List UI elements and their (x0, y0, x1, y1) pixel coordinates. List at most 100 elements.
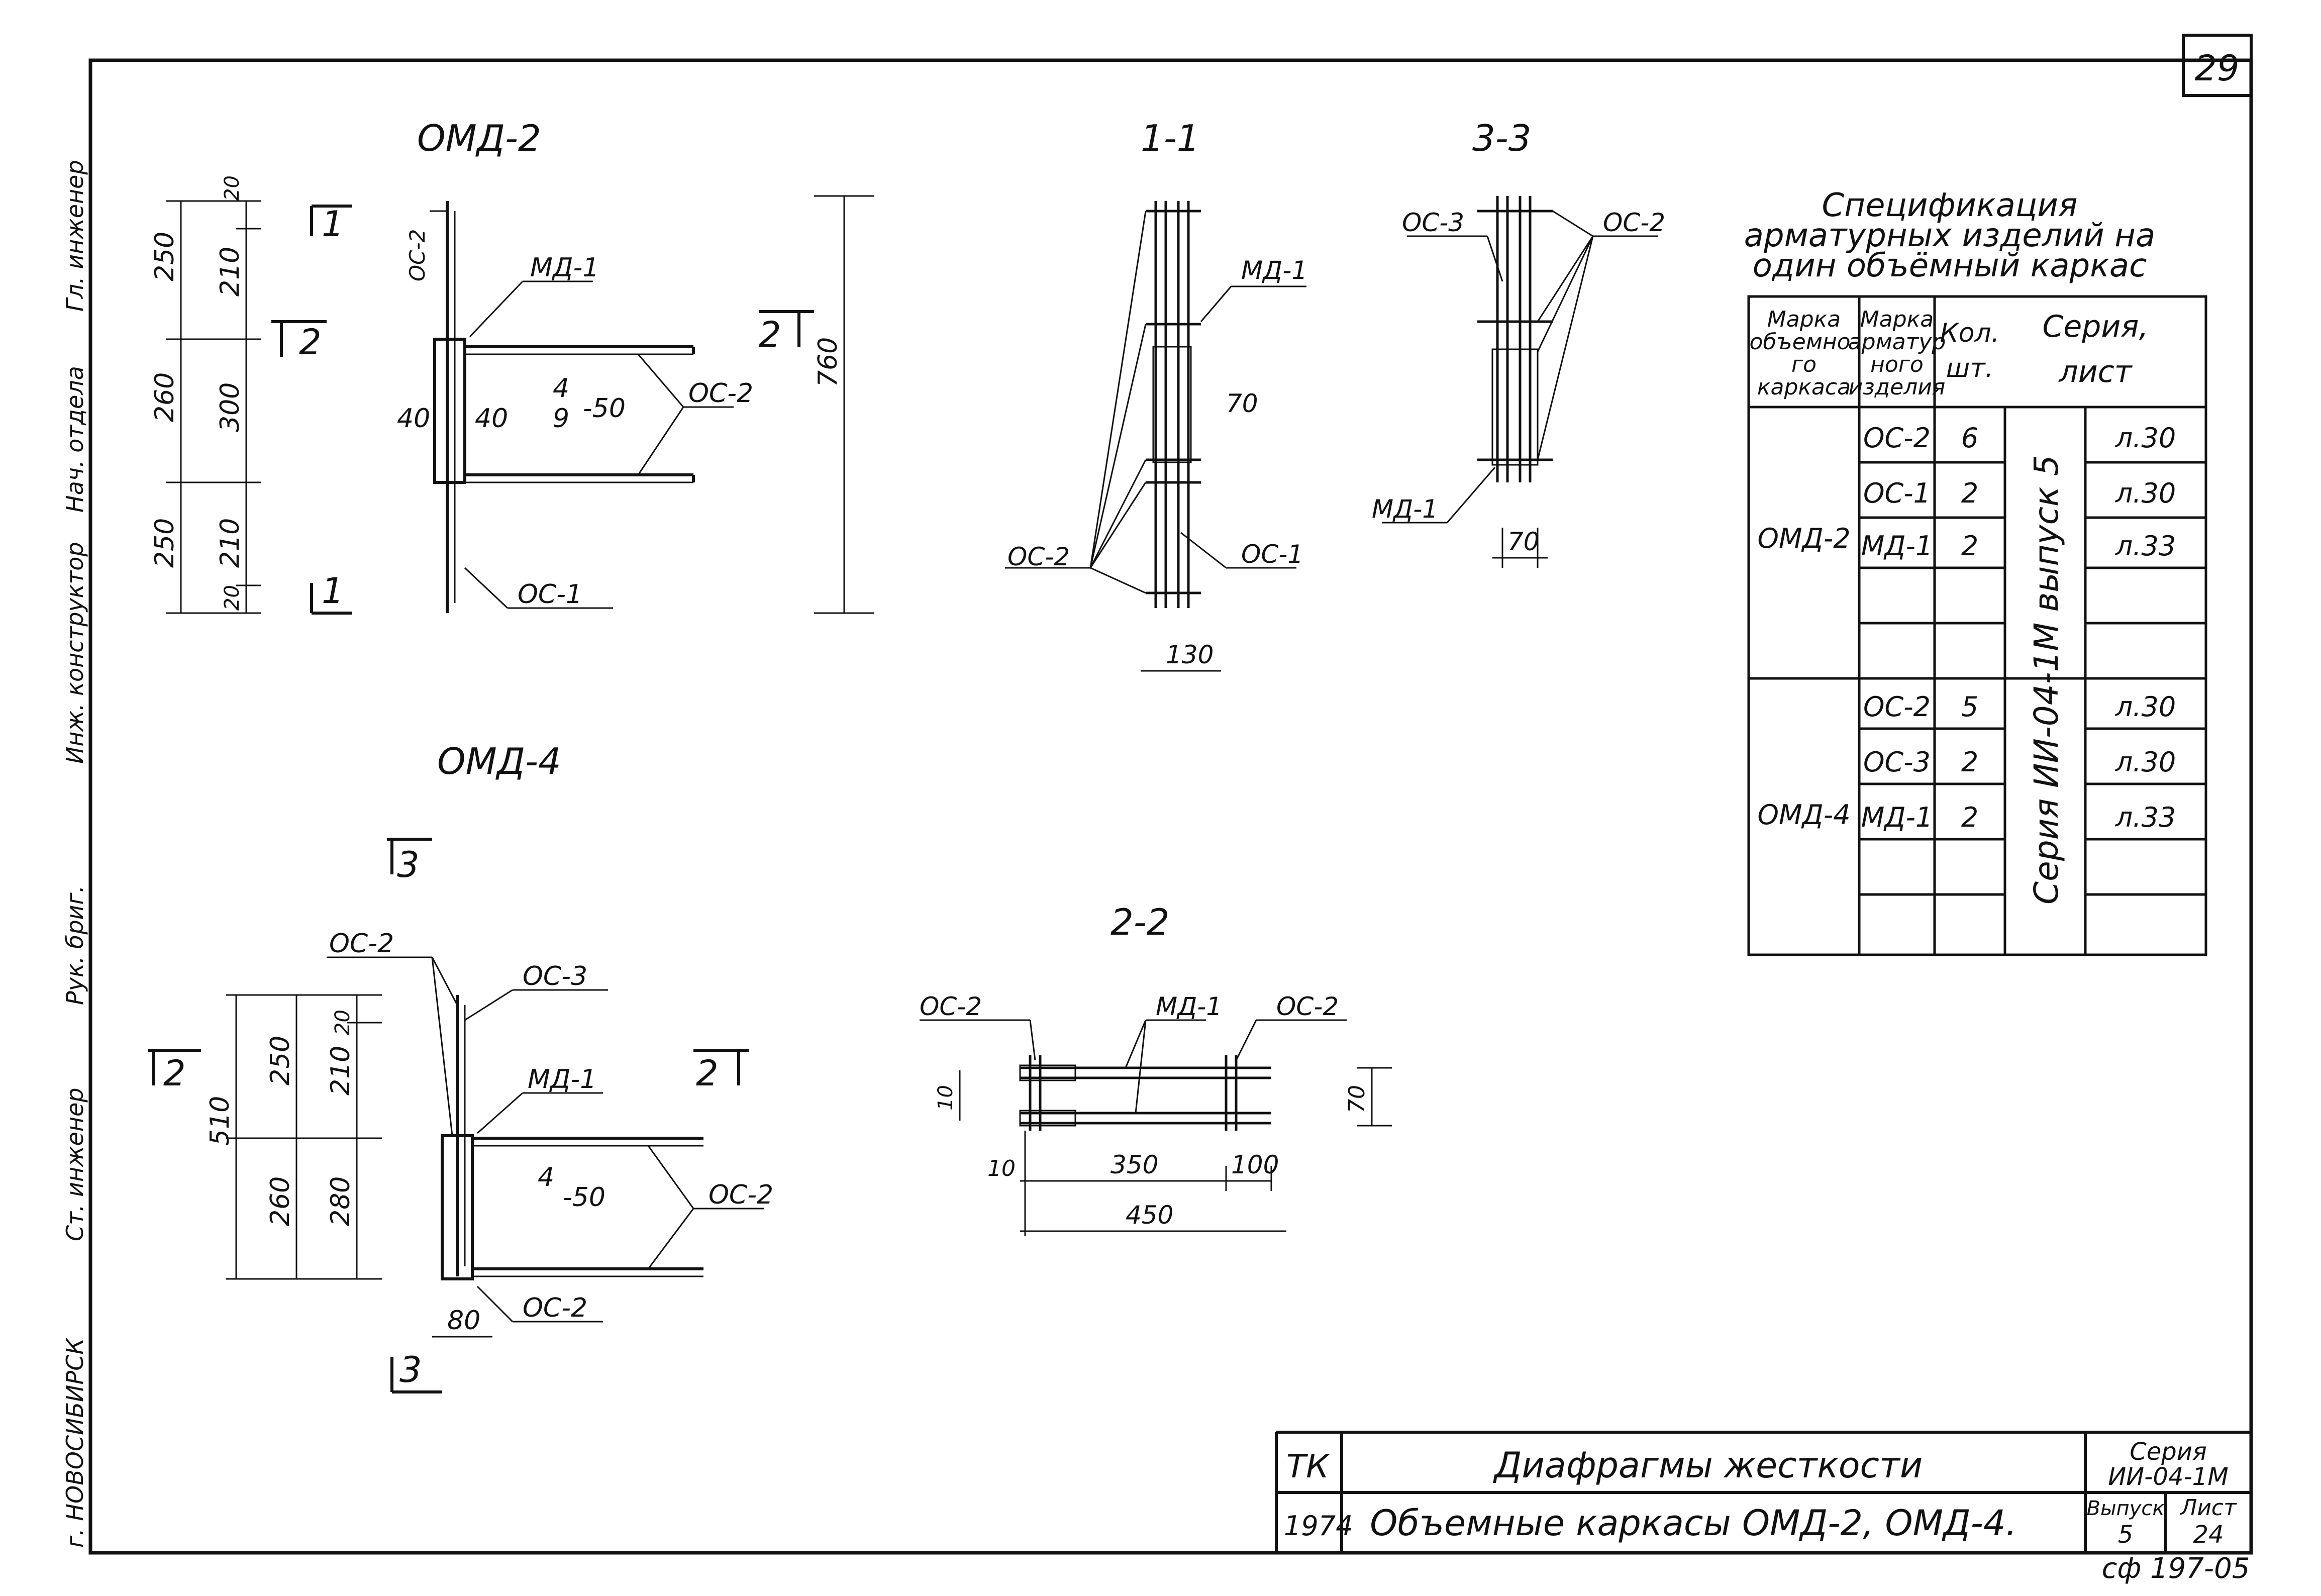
spec-r3-qty: 2 (1961, 530, 1978, 562)
omd2-mark-1-bottom: 1 (322, 570, 344, 612)
omd2-mark-2-left: 2 (299, 322, 322, 363)
spec-title-3: один объёмный каркас (1753, 247, 2147, 284)
spec-series-vertical: Серия ИИ-04-1М выпуск 5 (2027, 455, 2066, 905)
omd4-mesh-step: -50 (563, 1182, 606, 1213)
spec-h1-1: объемно- (1750, 329, 1859, 355)
omd2-dim-40b: 40 (475, 404, 508, 434)
spec-h2-1: арматур (1848, 329, 1946, 355)
copy-code: сф 197-05 (2102, 1552, 2250, 1585)
omd2-mark-2-right: 2 (759, 314, 781, 355)
omd4-title: ОМД-4 (437, 740, 561, 782)
spec-r4-mark: ОС-2 (1863, 691, 1931, 723)
omd4-dim-20: 20 (331, 1010, 354, 1035)
omd2-label-os2-right: ОС-2 (688, 378, 753, 409)
omd4-mark-2-right: 2 (696, 1053, 719, 1094)
omd4-label-md1: МД-1 (528, 1064, 596, 1094)
spec-title-2: арматурных изделий на (1744, 217, 2155, 254)
omd4-mark-3-top: 3 (397, 844, 420, 885)
sec33-label-md1: МД-1 (1372, 494, 1438, 524)
omd4-dim-210: 210 (326, 1046, 356, 1095)
spec-r2-qty: 2 (1961, 477, 1978, 509)
tb-series-label: Серия (2130, 1438, 2207, 1466)
omd4-dim-80: 80 (447, 1306, 480, 1336)
sec11-label-os1: ОС-1 (1241, 540, 1303, 569)
spec-r1-sheet: л.30 (2115, 422, 2176, 454)
spec-h2-2: ного (1870, 352, 1924, 377)
sec22-dim-450: 450 (1126, 1201, 1173, 1230)
sec33-title: 3-3 (1472, 117, 1532, 159)
tb-issue-label: Выпуск (2087, 1497, 2165, 1520)
spec-r5-sheet: л.30 (2115, 746, 2176, 778)
page-number: 29 (2194, 48, 2239, 89)
left-strip: г. НОВОСИБИРСК Ст. инженер Рук. бриг. Ин… (61, 160, 88, 1548)
omd2-title: ОМД-2 (417, 117, 541, 159)
omd2-dim-40a: 40 (397, 404, 430, 434)
view-omd2: ОМД-2 (150, 117, 874, 615)
strip-role-4: Нач. отдела (61, 366, 88, 513)
strip-role-2: Рук. бриг. (61, 885, 88, 1005)
tb-series-value: ИИ-04-1М (2108, 1463, 2228, 1491)
spec-r4-sheet: л.30 (2115, 691, 2176, 723)
spec-h3-1: шт. (1946, 353, 1993, 383)
omd2-dim-260: 260 (150, 372, 180, 422)
spec-h2-3: изделия (1849, 374, 1946, 400)
sec33-label-os2: ОС-2 (1603, 208, 1665, 237)
spec-r2-sheet: л.30 (2115, 477, 2176, 509)
sec22-dim-350: 350 (1111, 1150, 1158, 1179)
view-omd4: ОМД-4 (148, 740, 773, 1393)
spec-h1-2: го (1791, 352, 1817, 377)
omd2-dim-20b: 20 (221, 585, 244, 611)
sec11-dim-70: 70 (1226, 389, 1258, 418)
omd2-mark-1-top: 1 (322, 204, 344, 245)
omd4-label-os2-bottom: ОС-2 (523, 1293, 587, 1323)
spec-frame-omd2: ОМД-2 (1757, 523, 1850, 554)
omd4-dim-250: 250 (265, 1036, 295, 1085)
sec33-dim-70: 70 (1507, 527, 1540, 556)
spec-r6-mark: МД-1 (1861, 802, 1933, 833)
sec33-label-os3: ОС-3 (1402, 208, 1464, 237)
spec-r4-qty: 5 (1961, 691, 1978, 723)
spec-h1-3: каркаса (1757, 374, 1851, 400)
spec-table: Спецификация арматурных изделий на один … (1744, 187, 2207, 956)
spec-title-1: Спецификация (1822, 187, 2078, 224)
spec-r6-sheet: л.33 (2115, 802, 2176, 833)
tb-sheet-label: Лист (2179, 1495, 2237, 1521)
spec-r2-mark: ОС-1 (1863, 477, 1931, 509)
spec-r1-mark: ОС-2 (1863, 422, 1931, 454)
tb-title-2: Объемные каркасы ОМД-2, ОМД-4. (1370, 1503, 2016, 1544)
title-block: ТК 1974 Диафрагмы жесткости Объемные кар… (1275, 1431, 2251, 1585)
omd2-label-os2-top: ОС-2 (405, 229, 430, 281)
view-sec22: 2-2 (920, 901, 1392, 1236)
spec-r5-qty: 2 (1961, 746, 1978, 778)
spec-h4-1: лист (2058, 354, 2133, 389)
sec11-dim-130: 130 (1166, 640, 1214, 669)
omd2-label-md1: МД-1 (530, 253, 599, 283)
strip-city: г. НОВОСИБИРСК (61, 1337, 88, 1548)
spec-r6-qty: 2 (1961, 802, 1978, 833)
spec-r3-mark: МД-1 (1861, 530, 1933, 562)
omd4-mark-3-bottom: 3 (399, 1349, 422, 1390)
omd2-mesh-step: -50 (583, 393, 626, 424)
omd2-dim-210b: 210 (215, 518, 245, 568)
sec22-dim-10-vert: 10 (934, 1085, 957, 1111)
sec22-label-md1: МД-1 (1156, 992, 1222, 1021)
strip-role-3: Инж. конструктор (61, 542, 88, 764)
omd2-mesh-num: 4 (553, 373, 569, 404)
spec-h4-0: Серия, (2042, 309, 2148, 344)
omd2-label-os1: ОС-1 (518, 579, 582, 610)
sec22-dim-100: 100 (1231, 1150, 1279, 1179)
omd2-dim-250a: 250 (150, 232, 180, 281)
sec22-dim-70: 70 (1344, 1085, 1370, 1113)
omd4-mesh-num: 4 (538, 1162, 554, 1192)
spec-r1-qty: 6 (1961, 422, 1978, 454)
omd2-dim-210a: 210 (215, 247, 245, 296)
sec22-label-os2-left: ОС-2 (920, 992, 982, 1021)
sec22-title: 2-2 (1111, 901, 1170, 943)
spec-h3-0: Кол. (1940, 318, 2000, 348)
sec11-label-os2: ОС-2 (1007, 542, 1070, 571)
omd4-label-os2-right: ОС-2 (709, 1180, 773, 1210)
tb-org: ТК (1286, 1448, 1330, 1485)
omd2-dim-760: 760 (813, 337, 843, 387)
tb-title-1: Диафрагмы жесткости (1493, 1445, 1923, 1486)
